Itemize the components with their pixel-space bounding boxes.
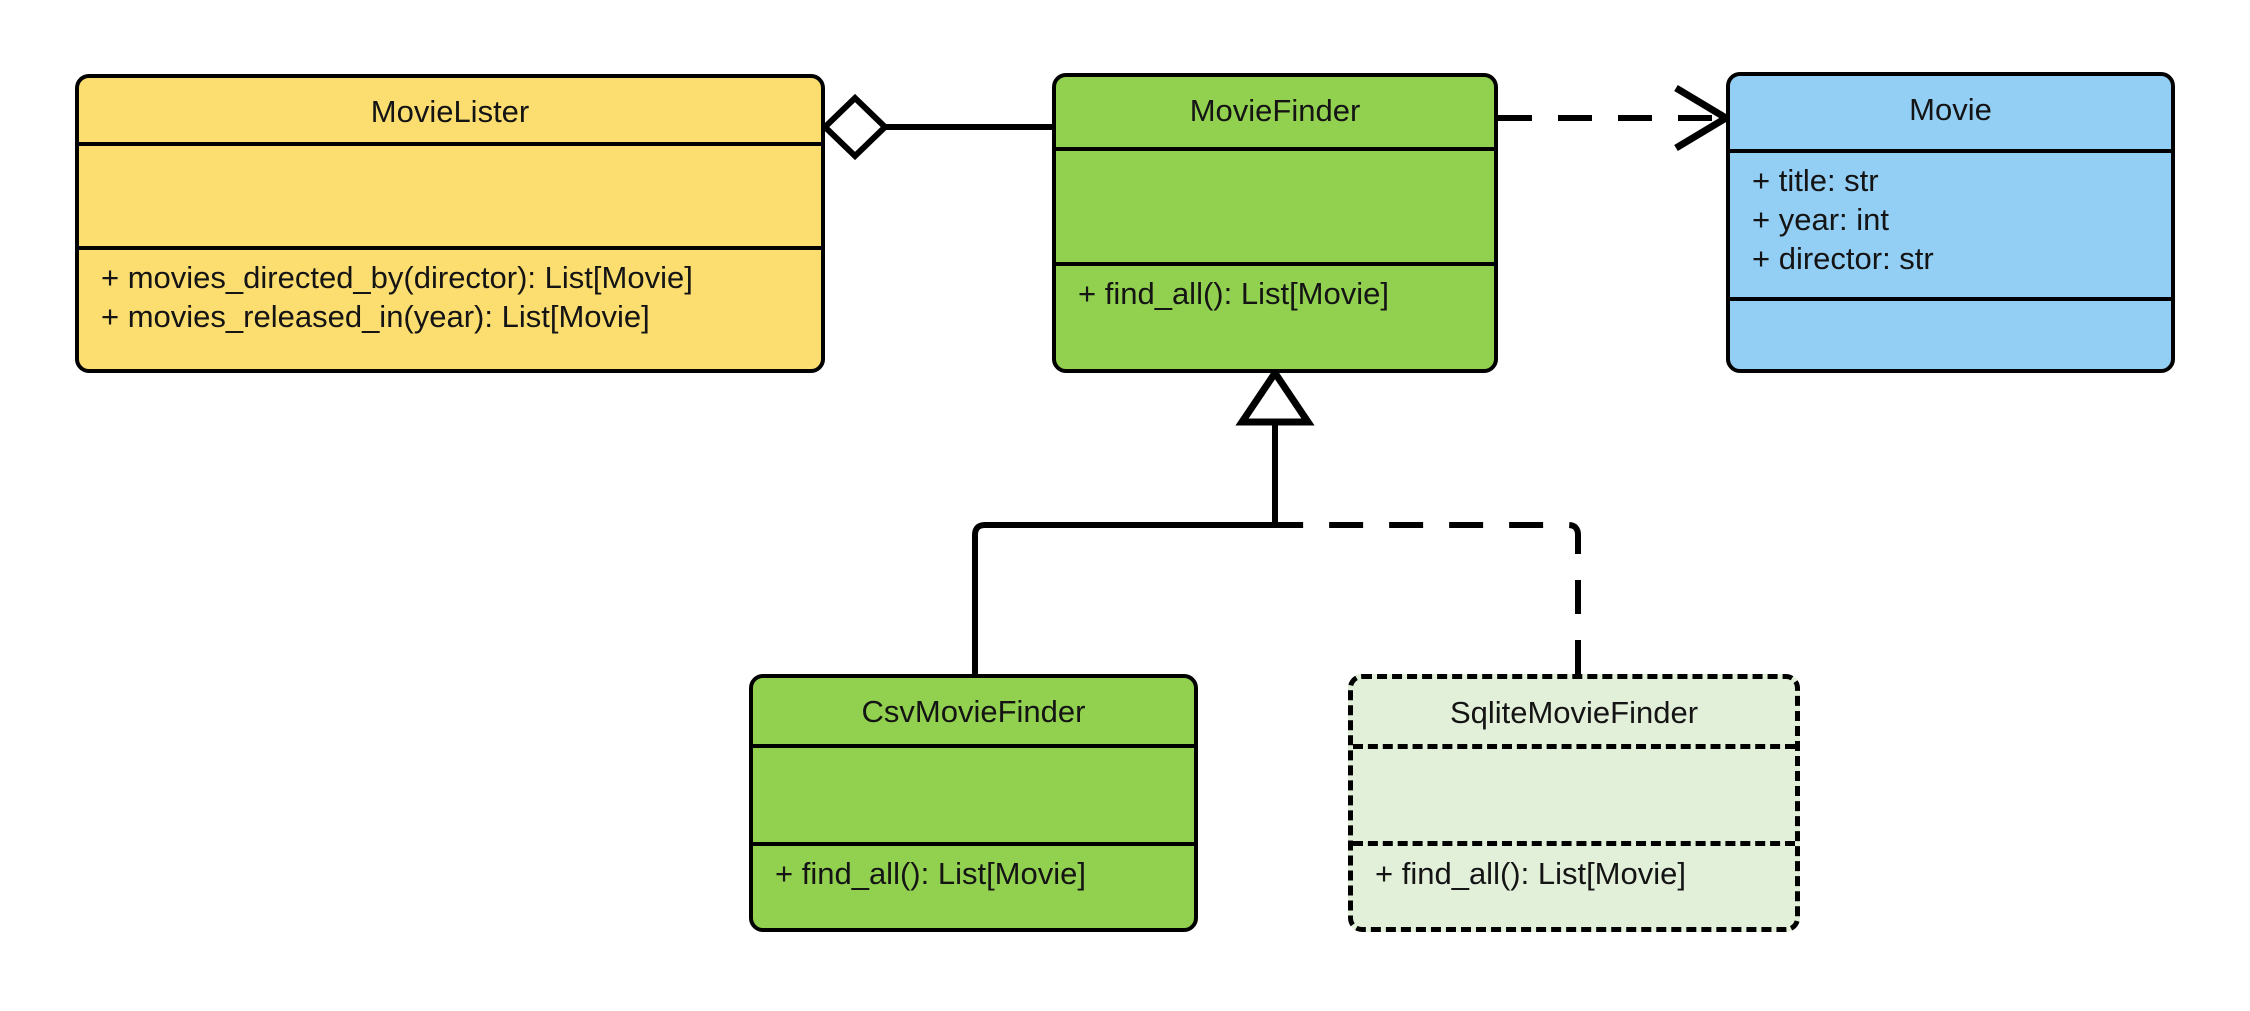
attributes-compartment: [1353, 744, 1795, 841]
class-box-movie[interactable]: Movie + title: str + year: int + directo…: [1726, 72, 2175, 373]
class-name-compartment: MovieLister: [79, 78, 821, 142]
method-item: + find_all(): List[Movie]: [1375, 856, 1686, 891]
methods-compartment: + find_all(): List[Movie]: [1056, 262, 1494, 369]
attribute-item: + title: str: [1752, 163, 1879, 198]
method-list: + movies_directed_by(director): List[Mov…: [79, 250, 821, 336]
hollow-triangle-icon: [1235, 366, 1315, 426]
methods-compartment: + find_all(): List[Movie]: [753, 842, 1194, 928]
class-name-label: MovieFinder: [1189, 93, 1361, 128]
class-name-label: CsvMovieFinder: [861, 694, 1086, 729]
class-box-csvmoviefinder[interactable]: CsvMovieFinder + find_all(): List[Movie]: [749, 674, 1198, 932]
method-list: + find_all(): List[Movie]: [753, 846, 1194, 893]
aggregation-movielister-moviefinder[interactable]: [820, 93, 1052, 161]
class-box-moviefinder[interactable]: MovieFinder + find_all(): List[Movie]: [1052, 73, 1498, 373]
class-name-label: Movie: [1909, 92, 1992, 127]
class-name-compartment: SqliteMovieFinder: [1353, 679, 1795, 744]
class-name-label: SqliteMovieFinder: [1449, 695, 1699, 730]
class-name-compartment: MovieFinder: [1056, 77, 1494, 147]
methods-compartment: + movies_directed_by(director): List[Mov…: [79, 246, 821, 369]
method-item: + find_all(): List[Movie]: [775, 856, 1086, 891]
attributes-compartment: [79, 142, 821, 246]
method-item: + movies_released_in(year): List[Movie]: [101, 299, 650, 335]
inheritance-line-solid: [972, 420, 1278, 674]
dependency-moviefinder-movie[interactable]: [1498, 84, 1733, 152]
attribute-list: + title: str + year: int + director: str: [1730, 153, 2171, 278]
class-name-compartment: Movie: [1730, 76, 2171, 149]
method-item: + find_all(): List[Movie]: [1078, 276, 1389, 311]
method-item: + movies_directed_by(director): List[Mov…: [101, 260, 693, 295]
methods-compartment: [1730, 297, 2171, 369]
class-name-label: MovieLister: [370, 94, 530, 129]
class-box-movielister[interactable]: MovieLister + movies_directed_by(directo…: [75, 74, 825, 373]
method-list: + find_all(): List[Movie]: [1353, 846, 1795, 893]
methods-compartment: + find_all(): List[Movie]: [1353, 841, 1795, 927]
method-list: + find_all(): List[Movie]: [1056, 266, 1494, 313]
inheritance-line-dashed: [1275, 522, 1581, 674]
attribute-item: + year: int: [1752, 202, 1889, 238]
hollow-diamond-icon: [820, 93, 890, 161]
attributes-compartment: [753, 744, 1194, 842]
inheritance-sqlitemoviefinder-moviefinder[interactable]: [1275, 522, 1581, 674]
inheritance-csvmoviefinder-moviefinder[interactable]: [972, 420, 1278, 674]
class-box-sqlitemoviefinder[interactable]: SqliteMovieFinder + find_all(): List[Mov…: [1348, 674, 1800, 932]
attribute-item: + director: str: [1752, 241, 1934, 277]
open-arrow-icon: [1674, 84, 1733, 152]
class-name-compartment: CsvMovieFinder: [753, 678, 1194, 744]
attributes-compartment: + title: str + year: int + director: str: [1730, 149, 2171, 297]
attributes-compartment: [1056, 147, 1494, 262]
